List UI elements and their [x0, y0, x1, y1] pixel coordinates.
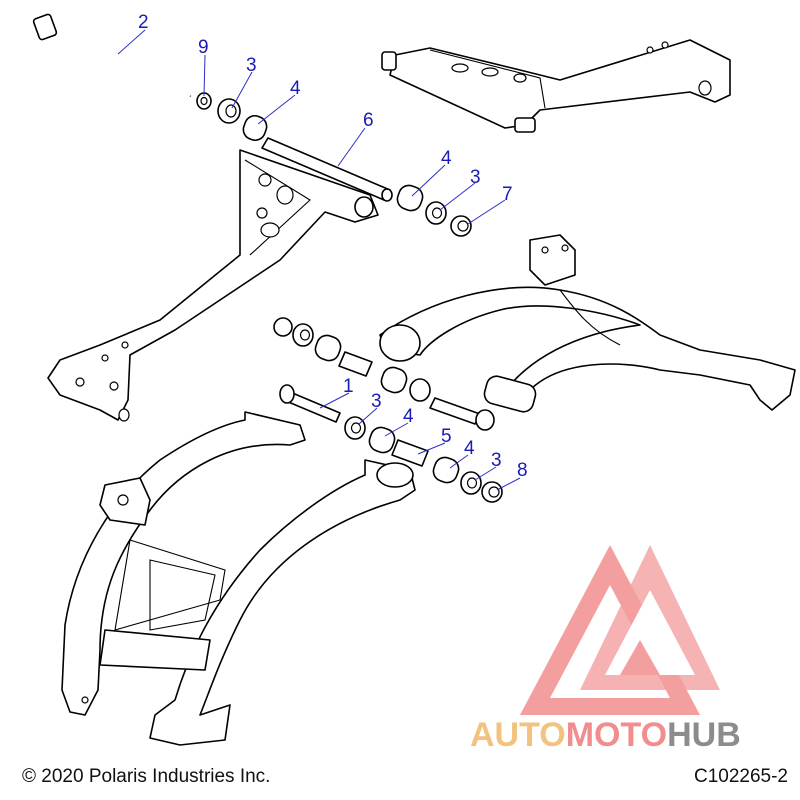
callout-9: 9 — [198, 37, 209, 58]
callout-1: 1 — [343, 376, 354, 397]
bolt-1 — [279, 384, 341, 423]
leader-lines — [117, 29, 521, 491]
callout-8: 8 — [517, 460, 528, 481]
watermark-moto: MOTO — [565, 716, 668, 754]
callout-2: 2 — [138, 12, 149, 33]
callout-4-right: 4 — [441, 148, 452, 169]
upper-arm-right — [381, 39, 731, 133]
callout-3-lower-left: 3 — [371, 391, 382, 412]
bushing-4-lower-left — [368, 426, 396, 454]
lower-a-arm-left — [61, 411, 416, 746]
bushing-4-lower-right — [432, 456, 460, 484]
callouts: 2 9 3 4 6 4 3 7 1 3 4 5 4 3 8 — [138, 12, 528, 481]
watermark-text: AUTOMOTOHUB — [470, 716, 741, 755]
callout-5: 5 — [441, 426, 452, 447]
watermark-logo — [520, 545, 720, 715]
copyright-notice: © 2020 Polaris Industries Inc. — [22, 766, 271, 787]
cap-nut-7 — [450, 215, 472, 237]
callout-4-top: 4 — [290, 78, 301, 99]
cap-nut-8 — [481, 481, 503, 503]
lower-a-arm-right — [379, 234, 796, 413]
callout-7: 7 — [502, 184, 513, 205]
callout-3-top: 3 — [246, 55, 257, 76]
figure-id: C102265-2 — [693, 766, 788, 787]
watermark-auto: AUTO — [470, 716, 566, 754]
upper-a-arm-left — [47, 149, 379, 422]
watermark-hub: HUB — [667, 716, 741, 754]
pivot-pin-6 — [261, 137, 393, 202]
sleeve-5 — [391, 439, 429, 467]
callout-4-lower-left: 4 — [403, 406, 414, 427]
callout-3-lower-right: 3 — [491, 450, 502, 471]
middle-hardware-cluster — [273, 317, 495, 431]
nut-3-top — [217, 98, 241, 124]
bushing-4-top — [242, 114, 268, 142]
callout-4-lower-right: 4 — [464, 438, 475, 459]
nut-3-lower-right — [460, 471, 482, 495]
nut-3-right — [425, 201, 447, 225]
callout-3-right: 3 — [470, 167, 481, 188]
nut-3-lower-left — [344, 416, 366, 440]
callout-6: 6 — [363, 110, 374, 131]
bolt-long-2 — [32, 13, 191, 98]
